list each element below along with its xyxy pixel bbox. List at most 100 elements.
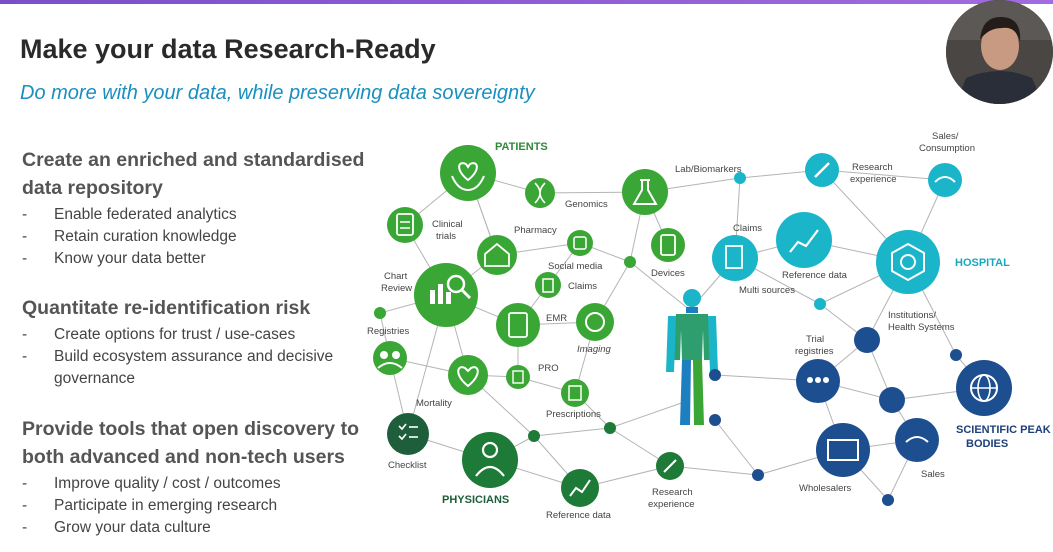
label-social: Social media	[548, 261, 603, 272]
pharmacy-node	[477, 235, 517, 275]
bullet-item: Retain curation knowledge	[22, 226, 372, 248]
section-risk: Quantitate re-identification risk Create…	[22, 294, 372, 390]
label-research-b2: experience	[648, 499, 694, 510]
dot-node	[709, 414, 721, 426]
checklist-node	[387, 413, 429, 455]
label-checklist: Checklist	[388, 460, 427, 471]
label-institutions-2: Health Systems	[888, 322, 955, 333]
label-research-a2: experience	[850, 174, 896, 185]
claims-b-node	[712, 235, 758, 281]
label-devices: Devices	[651, 268, 685, 279]
trial-registries-node	[796, 359, 840, 403]
label-pro: PRO	[538, 363, 559, 374]
section-heading: Create an enriched and standardised data…	[22, 149, 365, 199]
registries-node	[373, 341, 407, 375]
label-trial-1: Trial	[806, 334, 824, 345]
research-exp-b-node	[656, 452, 684, 480]
label-mortality: Mortality	[416, 398, 452, 409]
dot-node	[709, 369, 721, 381]
genomics-node	[525, 178, 555, 208]
label-institutions-1: Institutions/	[888, 310, 936, 321]
reference-b-node	[561, 469, 599, 507]
section-repository: Create an enriched and standardised data…	[22, 146, 372, 270]
label-registries: Registries	[367, 326, 409, 337]
label-sales-cons-1: Sales/	[932, 131, 959, 142]
dot-node	[879, 387, 905, 413]
label-chart-1: Chart	[384, 271, 408, 282]
sales-consumption-node	[928, 163, 962, 197]
label-reference-b: Reference data	[546, 510, 612, 521]
dot-node	[528, 430, 540, 442]
label-multi: Multi sources	[739, 285, 795, 296]
top-accent-bar	[0, 0, 1053, 4]
bullet-item: Participate in emerging research	[22, 495, 372, 517]
dot-node	[734, 172, 746, 184]
label-research-b1: Research	[652, 487, 693, 498]
hospital-node	[876, 230, 940, 294]
label-genomics: Genomics	[565, 199, 608, 210]
bullet-item: Improve quality / cost / outcomes	[22, 473, 372, 495]
label-scientific-1: SCIENTIFIC PEAK	[956, 424, 1051, 436]
prescriptions-node	[561, 379, 589, 407]
dot-node	[752, 469, 764, 481]
dot-node	[374, 307, 386, 319]
lab-node	[622, 169, 668, 215]
human-figure	[666, 289, 718, 425]
dot-node	[854, 327, 880, 353]
label-claims-b: Claims	[733, 223, 762, 234]
label-research-a1: Research	[852, 162, 893, 173]
wholesalers-node	[816, 423, 870, 477]
pro-node	[506, 365, 530, 389]
physicians-node	[462, 432, 518, 488]
bullet-item: Build ecosystem assurance and decisive g…	[22, 346, 372, 390]
label-hospital: HOSPITAL	[955, 257, 1010, 269]
label-trial-2: registries	[795, 346, 834, 357]
imaging-node	[576, 303, 614, 341]
mortality-node	[448, 355, 488, 395]
label-physicians: PHYSICIANS	[442, 494, 509, 506]
bullet-item: Create options for trust / use-cases	[22, 324, 372, 346]
diagram-labels: PATIENTS Clinical trials Genomics Lab/Bi…	[367, 131, 1051, 521]
label-emr: EMR	[546, 313, 567, 324]
dot-node	[950, 349, 962, 361]
dot-node	[604, 422, 616, 434]
label-sales: Sales	[921, 469, 945, 480]
slide-title: Make your data Research-Ready	[20, 34, 436, 64]
label-sales-cons-2: Consumption	[919, 143, 975, 154]
label-wholesalers: Wholesalers	[799, 483, 852, 494]
research-exp-a-node	[805, 153, 839, 187]
label-reference-a: Reference data	[782, 270, 848, 281]
label-clinical-1: Clinical	[432, 219, 463, 230]
label-imaging: Imaging	[577, 344, 612, 355]
presenter-webcam	[946, 0, 1053, 104]
bullet-item: Grow your data culture	[22, 517, 372, 539]
devices-node	[651, 228, 685, 262]
section-heading: Provide tools that open discovery to bot…	[22, 418, 359, 468]
dot-node	[814, 298, 826, 310]
bullet-item: Know your data better	[22, 248, 372, 270]
scientific-node	[956, 360, 1012, 416]
label-pharmacy: Pharmacy	[514, 225, 557, 236]
emr-node	[496, 303, 540, 347]
sales-node	[895, 418, 939, 462]
label-clinical-2: trials	[436, 231, 456, 242]
social-media-node	[567, 230, 593, 256]
section-heading: Quantitate re-identification risk	[22, 297, 311, 319]
label-patients: PATIENTS	[495, 141, 548, 153]
slide-subtitle: Do more with your data, while preserving…	[20, 82, 535, 104]
dot-node	[882, 494, 894, 506]
claims-a-node	[535, 272, 561, 298]
dot-node	[624, 256, 636, 268]
label-scientific-2: BODIES	[966, 438, 1008, 450]
section-tools: Provide tools that open discovery to bot…	[22, 415, 372, 539]
chart-review-node	[414, 263, 478, 327]
label-claims-a: Claims	[568, 281, 597, 292]
patients-node	[440, 145, 496, 201]
reference-a-node	[776, 212, 832, 268]
bullet-item: Enable federated analytics	[22, 204, 372, 226]
label-lab: Lab/Biomarkers	[675, 164, 742, 175]
label-prescriptions: Prescriptions	[546, 409, 601, 420]
label-chart-2: Review	[381, 283, 412, 294]
clinical-trials-node	[387, 207, 423, 243]
